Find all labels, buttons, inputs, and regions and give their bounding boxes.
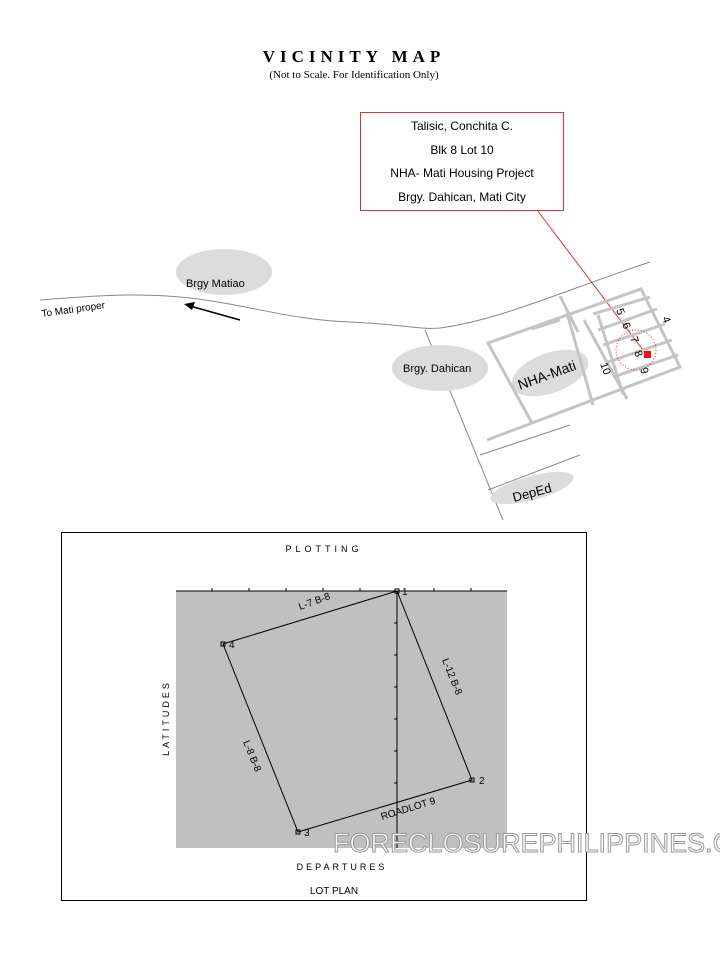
x-axis-label: DEPARTURES [297, 862, 388, 872]
nha-area [511, 349, 589, 397]
lot-highlight-circle [615, 329, 657, 371]
corner-label: 3 [304, 828, 310, 839]
lot-number: 9 [637, 366, 650, 376]
corner-label: 2 [479, 776, 485, 787]
owner-info-box: Talisic, Conchita C. Blk 8 Lot 10 NHA- M… [360, 112, 564, 211]
lot-number: 4 [659, 315, 672, 325]
corner-labels: 1 2 3 4 [229, 587, 485, 839]
corner-label: 4 [229, 640, 235, 651]
matiao-area [176, 249, 272, 295]
watermark: FORECLOSUREPHILIPPINES.COM [333, 828, 720, 859]
lot-polygon [222, 590, 473, 833]
location: Brgy. Dahican, Mati City [398, 189, 526, 204]
arrow-head-icon [184, 302, 195, 310]
corner-markers [220, 588, 475, 835]
dahican-area [392, 345, 488, 391]
owner-name: Talisic, Conchita C. [410, 119, 514, 133]
lot-marker [644, 351, 651, 358]
plot-title: PLOTTING [285, 544, 362, 554]
deped-area [490, 471, 574, 505]
matiao-label: Brgy Matiao [186, 278, 245, 290]
plot-area [176, 591, 507, 848]
direction-arrow [189, 305, 241, 321]
corner-label: 1 [402, 587, 408, 598]
lot-number: 8 [631, 349, 644, 359]
lower-roads [479, 424, 581, 491]
lot-number: 10 [597, 361, 612, 377]
lot-plan-caption: LOT PLAN [310, 886, 358, 897]
lot-plan-frame [61, 532, 587, 901]
main-road [39, 261, 651, 329]
lot-number: 7 [627, 335, 640, 345]
y-axis-label: LATITUDES [161, 680, 171, 756]
subdivision-blocks [485, 287, 683, 442]
block-lot: Blk 8 Lot 10 [430, 142, 494, 157]
project-name: NHA- Mati Housing Project [390, 166, 534, 180]
lot-numbers: 5 6 7 8 9 4 10 [597, 307, 672, 377]
page-title: VICINITY MAP [262, 47, 446, 66]
axis-ticks [211, 588, 472, 816]
lot-number: 6 [619, 321, 632, 331]
leader-line [536, 209, 647, 355]
dahican-label: Brgy. Dahican [403, 363, 471, 375]
lot-number: 5 [613, 307, 626, 317]
page-subtitle: (Not to Scale. For Identification Only) [269, 69, 439, 81]
